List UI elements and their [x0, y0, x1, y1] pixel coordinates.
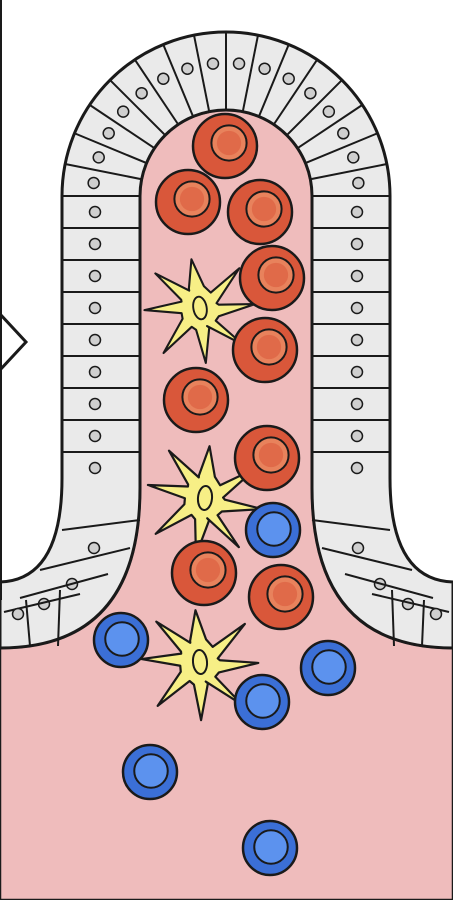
- epithelial-nucleus: [283, 73, 294, 84]
- epithelial-nucleus: [118, 106, 129, 117]
- red-cell: [228, 180, 292, 244]
- epithelial-nucleus: [352, 367, 363, 378]
- epithelial-nucleus: [90, 271, 101, 282]
- epithelial-nucleus: [259, 63, 270, 74]
- blue-cell: [246, 503, 300, 557]
- epithelial-nucleus: [90, 335, 101, 346]
- epithelial-nucleus: [352, 335, 363, 346]
- blue-cell: [243, 821, 297, 875]
- epithelial-nucleus: [90, 463, 101, 474]
- epithelial-nucleus: [158, 73, 169, 84]
- epithelial-nucleus: [305, 88, 316, 99]
- epithelial-nucleus: [338, 128, 349, 139]
- epithelial-nucleus: [352, 431, 363, 442]
- epithelial-nucleus: [90, 207, 101, 218]
- epithelial-nucleus: [352, 207, 363, 218]
- red-cell: [240, 246, 304, 310]
- red-cell: [172, 541, 236, 605]
- epithelial-nucleus: [348, 152, 359, 163]
- epithelial-nucleus: [90, 303, 101, 314]
- epithelial-nucleus: [207, 58, 218, 69]
- epithelial-nucleus: [182, 63, 193, 74]
- epithelial-nucleus: [353, 543, 364, 554]
- epithelial-nucleus: [88, 177, 99, 188]
- epithelial-nucleus: [352, 303, 363, 314]
- epithelial-nucleus: [90, 367, 101, 378]
- epithelial-nucleus: [13, 609, 24, 620]
- epithelial-nucleus: [234, 58, 245, 69]
- epithelial-nucleus: [90, 431, 101, 442]
- epithelial-nucleus: [89, 543, 100, 554]
- epithelial-nucleus: [93, 152, 104, 163]
- epithelial-nucleus: [90, 399, 101, 410]
- blue-cell: [94, 613, 148, 667]
- epithelial-nucleus: [352, 239, 363, 250]
- red-cell: [164, 368, 228, 432]
- blue-cell: [235, 675, 289, 729]
- red-cell: [193, 114, 257, 178]
- red-cell: [233, 318, 297, 382]
- blue-cell: [123, 745, 177, 799]
- epithelial-nucleus: [323, 106, 334, 117]
- epithelial-nucleus: [353, 177, 364, 188]
- epithelial-nucleus: [90, 239, 101, 250]
- epithelial-nucleus: [352, 271, 363, 282]
- red-cell: [235, 426, 299, 490]
- blue-cell: [301, 641, 355, 695]
- epithelial-nucleus: [103, 128, 114, 139]
- epithelial-nucleus: [352, 463, 363, 474]
- epithelial-nucleus: [431, 609, 442, 620]
- red-cell: [249, 565, 313, 629]
- epithelial-nucleus: [352, 399, 363, 410]
- red-cell: [156, 170, 220, 234]
- epithelial-nucleus: [136, 88, 147, 99]
